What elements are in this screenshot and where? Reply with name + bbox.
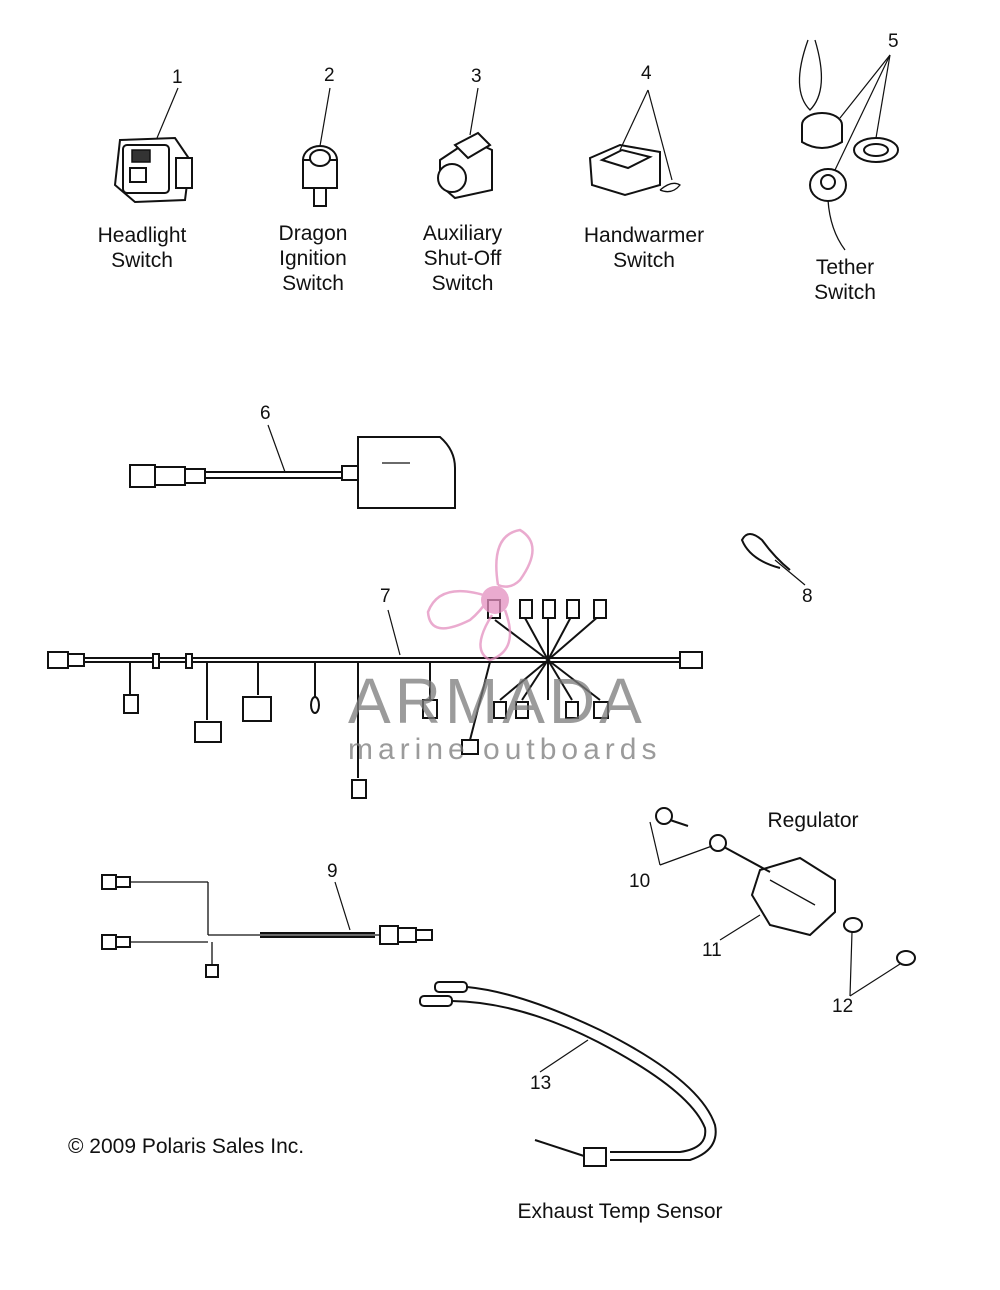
part-number-1: 1: [172, 67, 183, 88]
cable-tie-drawing: [740, 533, 806, 586]
handwarmer-switch-label: Handwarmer Switch: [583, 224, 705, 272]
part-number-12: 12: [832, 996, 854, 1017]
main-harness-drawing: [47, 599, 703, 799]
part-number-13: 13: [530, 1073, 552, 1094]
part-number-3: 3: [471, 66, 482, 87]
watermark-name: ARMADA: [348, 665, 646, 737]
part-number-9: 9: [327, 861, 338, 882]
secondary-harness-drawing: [101, 874, 433, 978]
part-number-5: 5: [888, 31, 899, 52]
ignition-switch-label: Dragon Ignition Switch: [278, 222, 348, 295]
exhaust-temp-sensor-label: Exhaust Temp Sensor: [517, 1200, 723, 1223]
headlight-switch-drawing: [113, 87, 193, 204]
watermark-tagline: marine outboards: [348, 733, 662, 766]
copyright-notice: © 2009 Polaris Sales Inc.: [68, 1135, 305, 1158]
part-number-8: 8: [802, 586, 813, 607]
aux-shutoff-switch-drawing: [437, 87, 493, 200]
part-number-7: 7: [380, 586, 391, 607]
exhaust-temp-sensor-drawing: [419, 981, 717, 1167]
handwarmer-switch-drawing: [588, 89, 681, 197]
part-number-11: 11: [702, 940, 722, 961]
module-drawing: [129, 424, 456, 509]
regulator-drawing: [649, 807, 916, 997]
aux-shutoff-switch-label: Auxiliary Shut-Off Switch: [422, 222, 503, 295]
part-number-2: 2: [324, 65, 335, 86]
watermark-logo: [426, 528, 534, 662]
tether-switch-drawing: [798, 39, 899, 251]
part-number-4: 4: [641, 63, 652, 84]
ignition-switch-drawing: [302, 87, 338, 207]
part-number-10: 10: [629, 871, 651, 892]
part-number-6: 6: [260, 403, 271, 424]
regulator-label: Regulator: [767, 809, 859, 832]
headlight-switch-label: Headlight Switch: [97, 224, 187, 272]
tether-switch-label: Tether Switch: [814, 256, 876, 304]
